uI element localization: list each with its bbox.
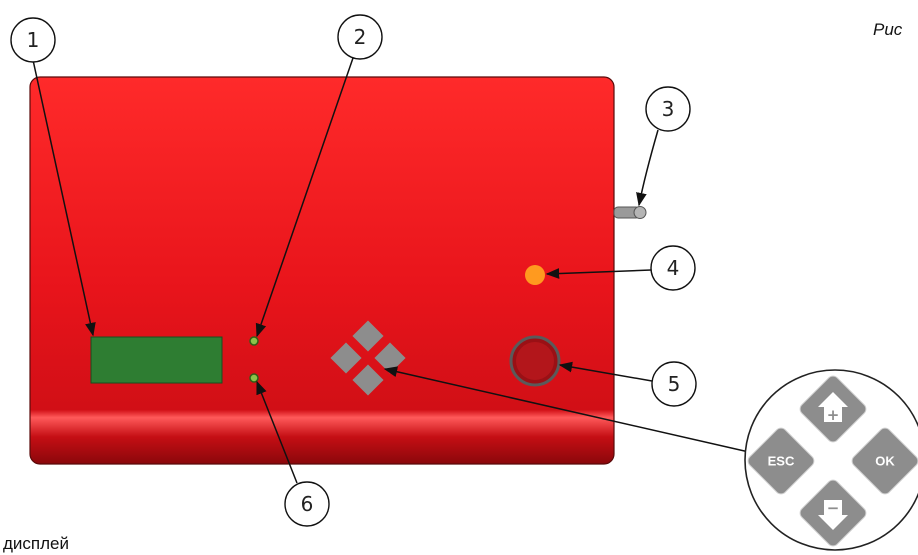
leader-line-3 [636,129,659,207]
key-up-plus: + [827,406,840,424]
key-esc[interactable] [746,426,817,497]
device-key-up[interactable] [352,320,384,352]
figure-caption: Рис [873,20,903,39]
callout-circle-5 [651,361,697,407]
indicator-led-top [249,336,259,346]
device-keypad [330,320,406,396]
leader-line-keypad [383,366,763,456]
key-ok[interactable] [850,426,918,497]
leader-line-4 [545,268,652,279]
callout-number-3: 3 [662,97,675,121]
indicator-led-bottom [249,373,259,383]
callout-circle-3 [645,86,691,132]
status-led [525,265,545,285]
callout-circle-6 [284,481,330,527]
callout-circle-2 [337,14,383,60]
key-down-minus: − [827,499,840,517]
key-ok-label: OK [875,454,895,469]
display [90,336,223,384]
stop-button[interactable] [509,335,561,387]
key-down-arrow-icon [818,500,848,530]
leader-line-5 [558,361,653,382]
callout-circle-4 [650,245,696,291]
footer-label: дисплей [3,534,69,553]
device-key-down[interactable] [352,364,384,396]
leader-line-6 [256,380,298,484]
device-key-left[interactable] [330,342,362,374]
device-key-right[interactable] [374,342,406,374]
callout-number-2: 2 [354,25,367,49]
leader-line-1 [32,59,96,337]
callout-number-4: 4 [667,256,680,280]
callout-circle-1 [10,17,56,63]
key-up-arrow-icon [818,392,848,422]
keypad-inset: + − ESC OK [744,369,918,551]
callout-number-5: 5 [668,372,681,396]
callout-number-1: 1 [27,28,40,52]
side-connector [613,206,647,219]
leader-line-2 [255,57,354,338]
key-esc-label: ESC [768,454,795,469]
callout-number-6: 6 [301,492,314,516]
